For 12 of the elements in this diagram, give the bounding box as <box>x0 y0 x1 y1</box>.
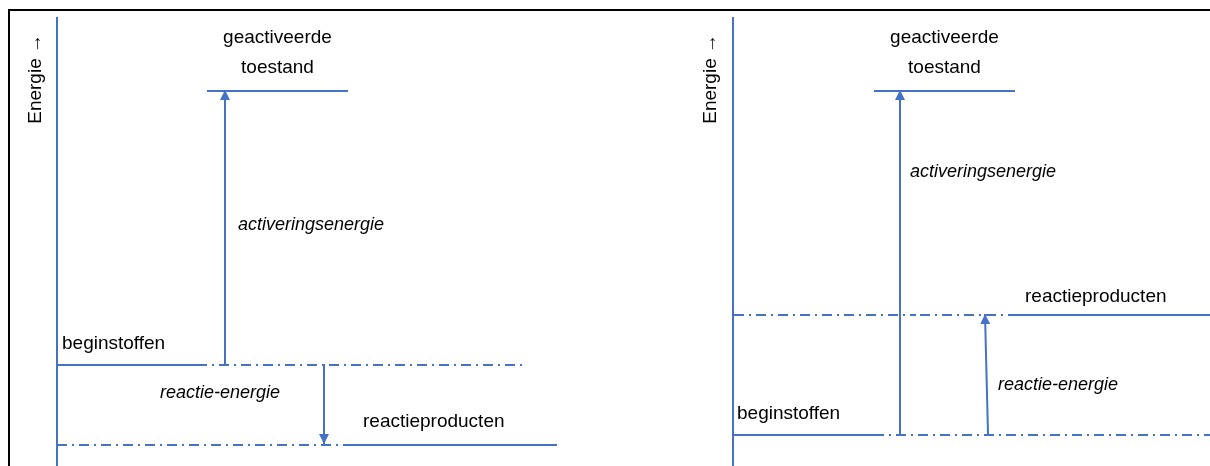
level-label: geactiveerde toestand <box>889 25 1000 79</box>
level-label: beginstoffen <box>737 401 841 425</box>
level-label: reactieproducten <box>1025 284 1167 308</box>
level-label: reactieproducten <box>363 409 505 433</box>
axis-label: Energie → <box>24 34 46 124</box>
level-label: geactiveerde toestand <box>222 25 333 79</box>
energy-arrow <box>895 89 905 435</box>
axis-label: Energie → <box>699 34 721 124</box>
energy-arrow <box>220 89 230 365</box>
energy-arrow <box>980 313 991 435</box>
level-label: beginstoffen <box>62 331 166 355</box>
energy-arrow <box>319 363 329 445</box>
